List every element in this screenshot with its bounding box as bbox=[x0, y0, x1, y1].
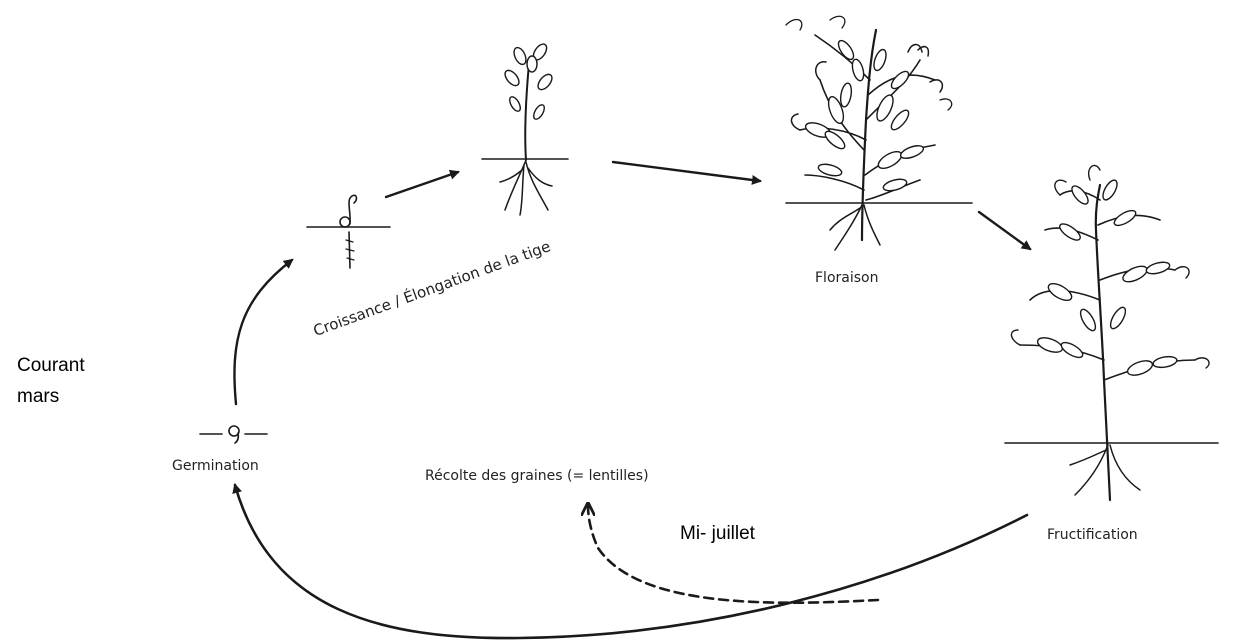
arrow-fruiting-to-germination bbox=[235, 485, 1027, 638]
harvest-time-label: Mi- juillet bbox=[680, 518, 755, 549]
flowering-plant-illustration bbox=[786, 16, 972, 250]
arrow-flowering-to-fruiting bbox=[979, 212, 1030, 249]
young-plant-illustration bbox=[482, 42, 568, 215]
sowing-time-line-2: mars bbox=[17, 381, 85, 412]
sprouting-seedling-illustration bbox=[307, 195, 390, 268]
arrow-germination-to-sprout bbox=[234, 260, 292, 404]
germination-seed-illustration bbox=[200, 426, 267, 443]
fruiting-label: Fructification bbox=[1047, 527, 1138, 543]
germination-label: Germination bbox=[172, 458, 259, 474]
flowering-label: Floraison bbox=[815, 270, 878, 286]
fruiting-plant-illustration bbox=[1005, 165, 1218, 500]
harvest-label: Récolte des graines (= lentilles) bbox=[425, 468, 649, 484]
arrow-young-plant-to-flowering bbox=[613, 162, 760, 181]
sowing-time-line-1: Courant bbox=[17, 350, 85, 381]
cycle-arrows bbox=[234, 162, 1030, 638]
sowing-time-label: Courant mars bbox=[17, 350, 85, 412]
arrow-sprout-to-young-plant bbox=[386, 172, 458, 197]
